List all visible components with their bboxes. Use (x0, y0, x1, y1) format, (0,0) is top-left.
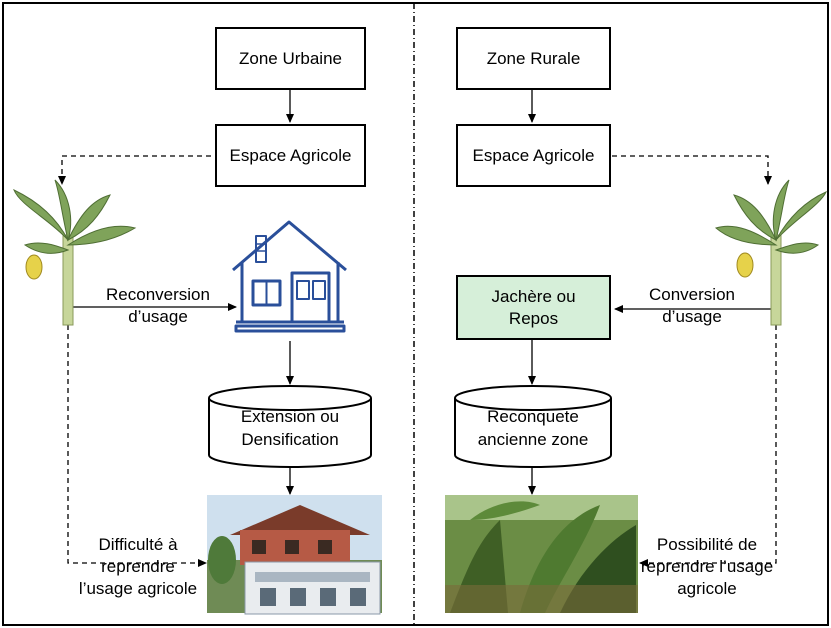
reconversion-label: Reconversion d’usage (88, 284, 228, 328)
extension-label: Extension ou Densification (209, 406, 371, 452)
zone-rurale-label: Zone Rurale (486, 48, 581, 68)
difficulty-line1: Difficulté à (98, 535, 178, 554)
zone-urbaine-label: Zone Urbaine (238, 48, 342, 68)
extension-line1: Extension ou (240, 407, 340, 426)
zone-rurale-box: Zone Rurale (456, 27, 611, 90)
banana-tree-icon-right (714, 179, 828, 326)
difficulty-label: Difficulté à reprendre l’usage agricole (72, 534, 204, 600)
reconquete-line1: Reconquete (487, 407, 579, 426)
espace-agricole-right-label: Espace Agricole (472, 145, 595, 165)
possibility-line1: Possibilité de (656, 535, 758, 554)
conversion-label: Conversion d’usage (622, 284, 762, 328)
dashed-banana-to-field-right (639, 325, 777, 567)
possibility-label: Possibilité de reprendre l’usage agricol… (638, 534, 776, 600)
house-icon (232, 220, 347, 333)
possibility-line2: reprendre l’usage (640, 557, 774, 577)
espace-agricole-right-box: Espace Agricole (456, 124, 611, 187)
dashed-banana-to-photo-left (67, 325, 207, 567)
jachere-box: Jachère ou Repos (456, 275, 611, 340)
jachere-label-line2: Repos (508, 308, 559, 328)
espace-agricole-left-label: Espace Agricole (229, 145, 352, 165)
possibility-line3: agricole (677, 579, 737, 599)
reconversion-line1: Reconversion (106, 285, 210, 304)
conversion-line1: Conversion (649, 285, 735, 304)
jachere-label-line1: Jachère ou (491, 287, 576, 307)
espace-agricole-left-box: Espace Agricole (215, 124, 366, 187)
difficulty-line2: reprendre (101, 557, 175, 577)
building-photo (207, 495, 382, 615)
conversion-line2: d’usage (662, 307, 722, 327)
fallow-field-photo (445, 495, 638, 613)
dashed-espace-to-banana-right (612, 155, 772, 185)
extension-line2: Densification (241, 429, 339, 449)
reconquete-line2: ancienne zone (477, 429, 589, 449)
zone-urbaine-box: Zone Urbaine (215, 27, 366, 90)
cylinder-reconquete (454, 385, 612, 468)
difficulty-line3: l’usage agricole (78, 579, 198, 599)
reconquete-label: Reconquete ancienne zone (455, 406, 611, 452)
banana-tree-icon-left (13, 179, 137, 326)
cylinder-extension (208, 385, 372, 468)
dashed-espace-to-banana-left (58, 155, 220, 185)
reconversion-line2: d’usage (128, 307, 188, 327)
